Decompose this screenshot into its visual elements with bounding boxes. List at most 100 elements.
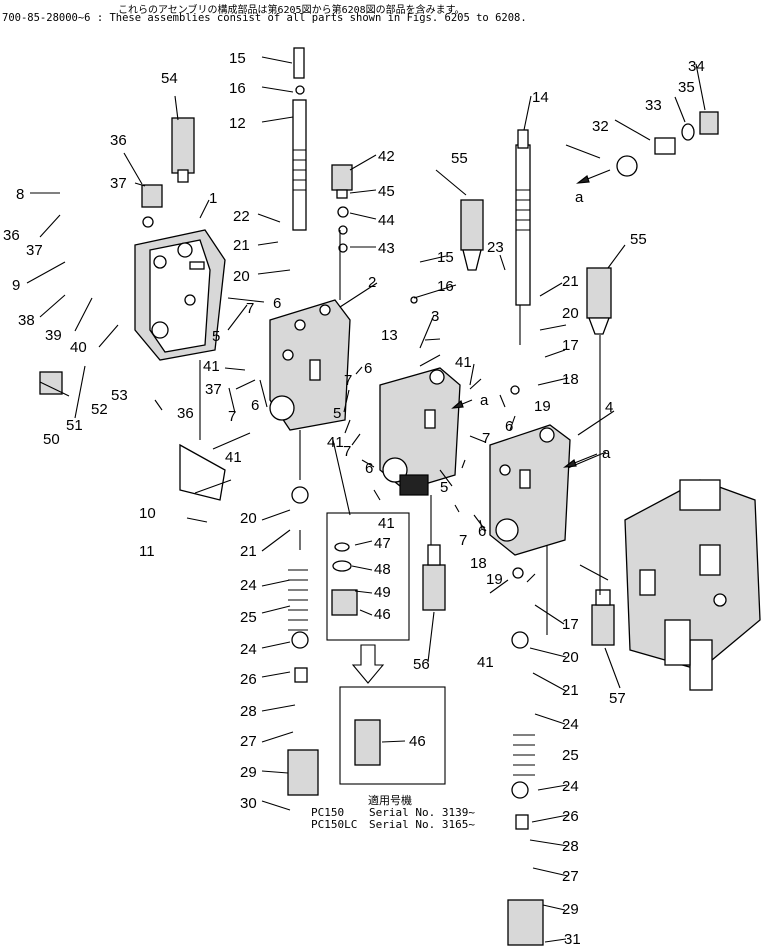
callout-5-b: 5 (333, 405, 341, 422)
valve-section-3 (379, 367, 461, 496)
callout-29-right: 29 (562, 901, 579, 918)
callout-39: 39 (45, 327, 62, 344)
callout-36-mid: 36 (3, 227, 20, 244)
callout-6-f: 6 (478, 523, 486, 540)
valve-section-2 (269, 299, 351, 431)
callout-28-left: 28 (240, 703, 257, 720)
callout-31: 31 (564, 931, 581, 948)
spring-25-left (288, 569, 308, 631)
callout-24-left-a: 24 (240, 577, 257, 594)
cap-29-right (507, 899, 544, 946)
callout-42: 42 (378, 148, 395, 165)
callout-32: 32 (592, 118, 609, 135)
callout-29-left: 29 (240, 764, 257, 781)
callout-41-d: 41 (378, 515, 395, 532)
callout-20-top: 20 (233, 268, 250, 285)
misc-seals (142, 85, 695, 830)
callout-18-bottom: 18 (470, 555, 487, 572)
callout-47: 47 (374, 535, 391, 552)
model-pc150: PC150 (311, 806, 344, 819)
callout-37-low: 37 (205, 381, 222, 398)
callout-57: 57 (609, 690, 626, 707)
callout-56: 56 (413, 656, 430, 673)
applicability-note: 適用号機 PC150 Serial No. 3139~ PC150LC Seri… (311, 793, 475, 831)
callout-3: 3 (431, 308, 439, 325)
callout-38: 38 (18, 312, 35, 329)
callout-4: 4 (605, 399, 613, 416)
applicability-heading: 適用号機 (368, 793, 412, 807)
callout-19-top: 19 (534, 398, 551, 415)
callout-11: 11 (139, 543, 155, 560)
callout-6-e: 6 (505, 418, 513, 435)
plug-50 (39, 371, 63, 395)
callout-37-mid: 37 (26, 242, 43, 259)
callout-24-left-b: 24 (240, 641, 257, 658)
callout-20-mid: 20 (562, 305, 579, 322)
callout-48: 48 (374, 561, 391, 578)
callout-22: 22 (233, 208, 250, 225)
callout-17-top: 17 (562, 337, 579, 354)
callout-24-right-a: 24 (562, 716, 579, 733)
callout-55-left: 55 (451, 150, 468, 167)
callout-41-a: 41 (203, 358, 220, 375)
callout-40: 40 (70, 339, 87, 356)
callout-24-right-b: 24 (562, 778, 579, 795)
callout-27-left: 27 (240, 733, 257, 750)
callout-55-right: 55 (630, 231, 647, 248)
callout-30: 30 (240, 795, 257, 812)
spool-12 (292, 47, 307, 231)
spring-25-right (513, 734, 535, 776)
callout-6-d: 6 (365, 460, 373, 477)
header-japanese: これらのアセンブリの構成部品は第6205図から第6208図の部品を含みます。 (118, 5, 465, 16)
callout-44: 44 (378, 212, 395, 229)
callout-21-top: 21 (233, 237, 250, 254)
callout-16-mid: 16 (437, 278, 454, 295)
plug-34 (699, 111, 719, 135)
valve-54 (171, 117, 195, 183)
callout-a-2: a (480, 392, 489, 409)
callout-7-b: 7 (228, 408, 236, 425)
callout-12: 12 (229, 115, 246, 132)
callout-7-d: 7 (343, 443, 351, 460)
callout-10: 10 (139, 505, 156, 522)
callout-33: 33 (645, 97, 662, 114)
valve-55-left (460, 199, 484, 271)
valve-56 (422, 544, 446, 611)
bracket-10 (179, 443, 226, 501)
model-pc150lc: PC150LC (311, 818, 357, 831)
callout-21-mid: 21 (562, 273, 579, 290)
callout-54: 54 (161, 70, 178, 87)
callout-20-bottom-left: 20 (240, 510, 257, 527)
callout-45: 45 (378, 183, 395, 200)
callout-a-3: a (602, 445, 611, 462)
callout-41-f: 41 (477, 654, 494, 671)
valve-55-right (586, 267, 612, 335)
callout-41-e: 41 (455, 354, 472, 371)
plug-37 (141, 184, 163, 208)
callout-28-right: 28 (562, 838, 579, 855)
a-arrows (451, 169, 611, 468)
callout-37-top: 37 (110, 175, 127, 192)
callout-21-bottom-left: 21 (240, 543, 257, 560)
callout-53: 53 (111, 387, 128, 404)
callout-46-b: 46 (409, 733, 426, 750)
callout-50: 50 (43, 431, 60, 448)
callout-26-left: 26 (240, 671, 257, 688)
callout-46-a: 46 (374, 606, 391, 623)
callout-23: 23 (487, 239, 504, 256)
callout-17-bottom: 17 (562, 616, 579, 633)
callout-a-1: a (575, 189, 584, 206)
callout-8: 8 (16, 186, 24, 203)
callout-1: 1 (209, 190, 217, 207)
callout-7-f: 7 (459, 532, 467, 549)
callout-21-bottom-right: 21 (562, 682, 579, 699)
callout-15-mid: 15 (437, 249, 454, 266)
callout-6-a: 6 (273, 295, 281, 312)
spool-14 (515, 129, 531, 306)
valve-57 (591, 589, 615, 646)
callout-6-c: 6 (364, 360, 372, 377)
callout-2: 2 (368, 274, 376, 291)
serial-pc150lc: Serial No. 3165~ (369, 818, 475, 831)
callout-25-right: 25 (562, 747, 579, 764)
